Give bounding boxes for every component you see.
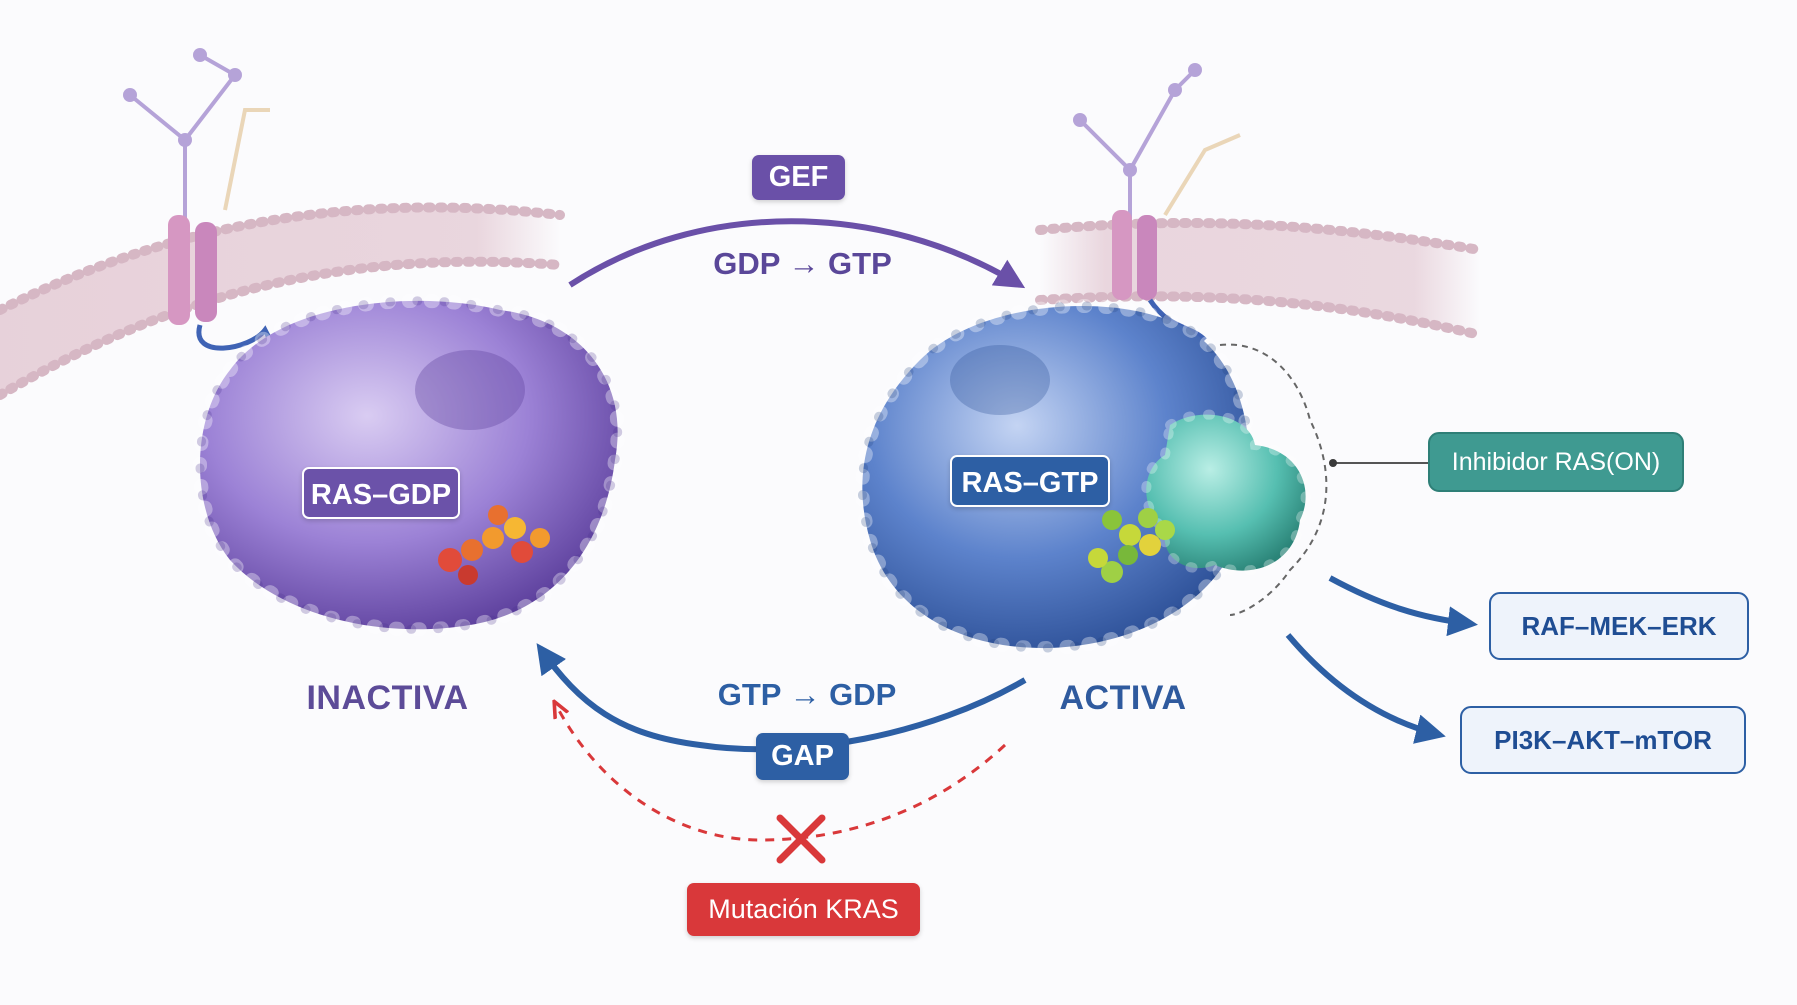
ras-gtp-label: RAS–GTP (950, 455, 1110, 507)
pathway-raf-mek-erk-box: RAF–MEK–ERK (1489, 592, 1749, 660)
active-state-label: ACTIVA (1059, 679, 1187, 717)
gap-badge: GAP (756, 733, 849, 780)
mutation-blocked-arrow (555, 703, 1007, 842)
lipid-bilayer-icon (0, 202, 565, 400)
gtp-ligand (1088, 508, 1175, 583)
mutation-kras-badge: Mutación KRAS (687, 883, 920, 936)
gef-badge: GEF (752, 155, 845, 200)
gef-reaction-label: GDP → GTP (713, 246, 892, 281)
raf-pathway-arrow (1328, 575, 1478, 637)
inactive-state-label: INACTIVA (306, 679, 469, 717)
ras-gdp-protein (193, 293, 625, 637)
x-mark-icon (776, 814, 826, 864)
inhibitor-pointer-dot (1329, 459, 1337, 467)
gef-activation-arrow (568, 218, 1026, 289)
gdp-ligand (438, 505, 550, 585)
inhibitor-ras-on-box: Inhibidor RAS(ON) (1428, 432, 1684, 492)
ras-gdp-label: RAS–GDP (302, 467, 460, 519)
pi3k-pathway-arrow (1285, 633, 1446, 744)
transmembrane-receptor-icon (1073, 63, 1241, 342)
gap-inactivation-arrow (536, 643, 1027, 753)
gap-reaction-label: GTP → GDP (717, 677, 897, 712)
inhibitor-molecule (1141, 409, 1311, 576)
pathway-pi3k-akt-mtor-box: PI3K–AKT–mTOR (1460, 706, 1746, 774)
